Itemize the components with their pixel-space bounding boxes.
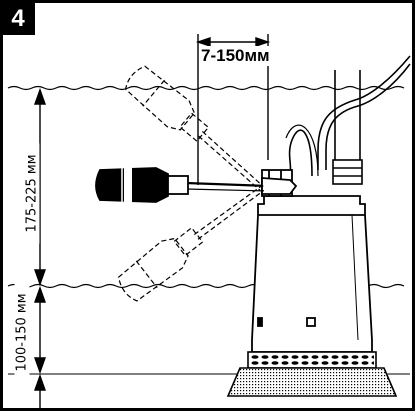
dim-lower	[34, 285, 46, 410]
dim-offset-label: 7-150мм	[199, 46, 272, 66]
dim-upper	[34, 87, 46, 287]
water-line-upper	[7, 85, 405, 91]
pump-body	[251, 169, 373, 353]
power-cable	[317, 55, 411, 170]
float-switch-upper	[124, 65, 264, 191]
dim-lower-label: 100-150 мм	[14, 282, 30, 383]
float-switch-lower	[117, 185, 265, 302]
step-number-badge: 4	[1, 3, 35, 35]
pump-intake-grille	[247, 351, 377, 369]
discharge-pipe	[332, 70, 363, 185]
dim-upper-label: 175-225 мм	[24, 143, 40, 244]
pump-base	[226, 367, 398, 397]
dim-offset	[195, 34, 271, 185]
